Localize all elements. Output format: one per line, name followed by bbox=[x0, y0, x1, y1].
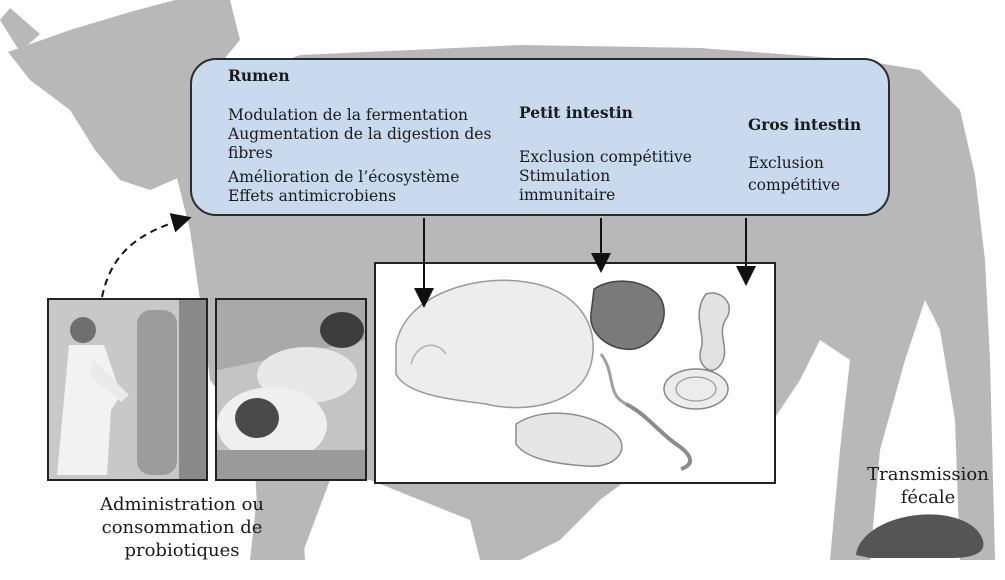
caption-right-line-1: Transmission bbox=[867, 464, 989, 485]
caption-transmission: Transmission fécale bbox=[858, 463, 998, 509]
caption-right-line-2: fécale bbox=[900, 487, 956, 508]
caption-administration: Administration ou consommation de probio… bbox=[62, 493, 302, 562]
large-intestine-heading: Gros intestin bbox=[748, 115, 862, 134]
effects-box bbox=[190, 58, 890, 216]
photo-digestive-tract bbox=[374, 262, 776, 484]
caption-left-line-1: Administration ou bbox=[99, 494, 265, 515]
small-intestine-line-1: Exclusion compétitive bbox=[519, 148, 692, 166]
small-intestine-heading: Petit intestin bbox=[519, 103, 633, 122]
rumen-line-1: Modulation de la fermentation bbox=[228, 106, 469, 124]
photo-calves bbox=[215, 298, 367, 481]
rumen-line-2: Augmentation de la digestion des bbox=[228, 125, 492, 143]
rumen-line-3: fibres bbox=[228, 144, 273, 162]
caption-left-line-2: consommation de bbox=[101, 517, 263, 538]
photo-administration bbox=[47, 298, 208, 481]
caption-left-line-3: probiotiques bbox=[124, 540, 240, 561]
small-intestine-line-2: Stimulation bbox=[519, 167, 611, 185]
large-intestine-line-1: Exclusion bbox=[748, 154, 824, 172]
large-intestine-line-2: compétitive bbox=[748, 176, 841, 194]
rumen-line-4: Amélioration de l’écosystème bbox=[228, 168, 460, 186]
dashed-arrow-administration bbox=[101, 213, 192, 298]
rumen-line-5: Effets antimicrobiens bbox=[228, 187, 397, 205]
small-intestine-line-3: immunitaire bbox=[519, 186, 616, 204]
rumen-heading: Rumen bbox=[228, 66, 290, 85]
